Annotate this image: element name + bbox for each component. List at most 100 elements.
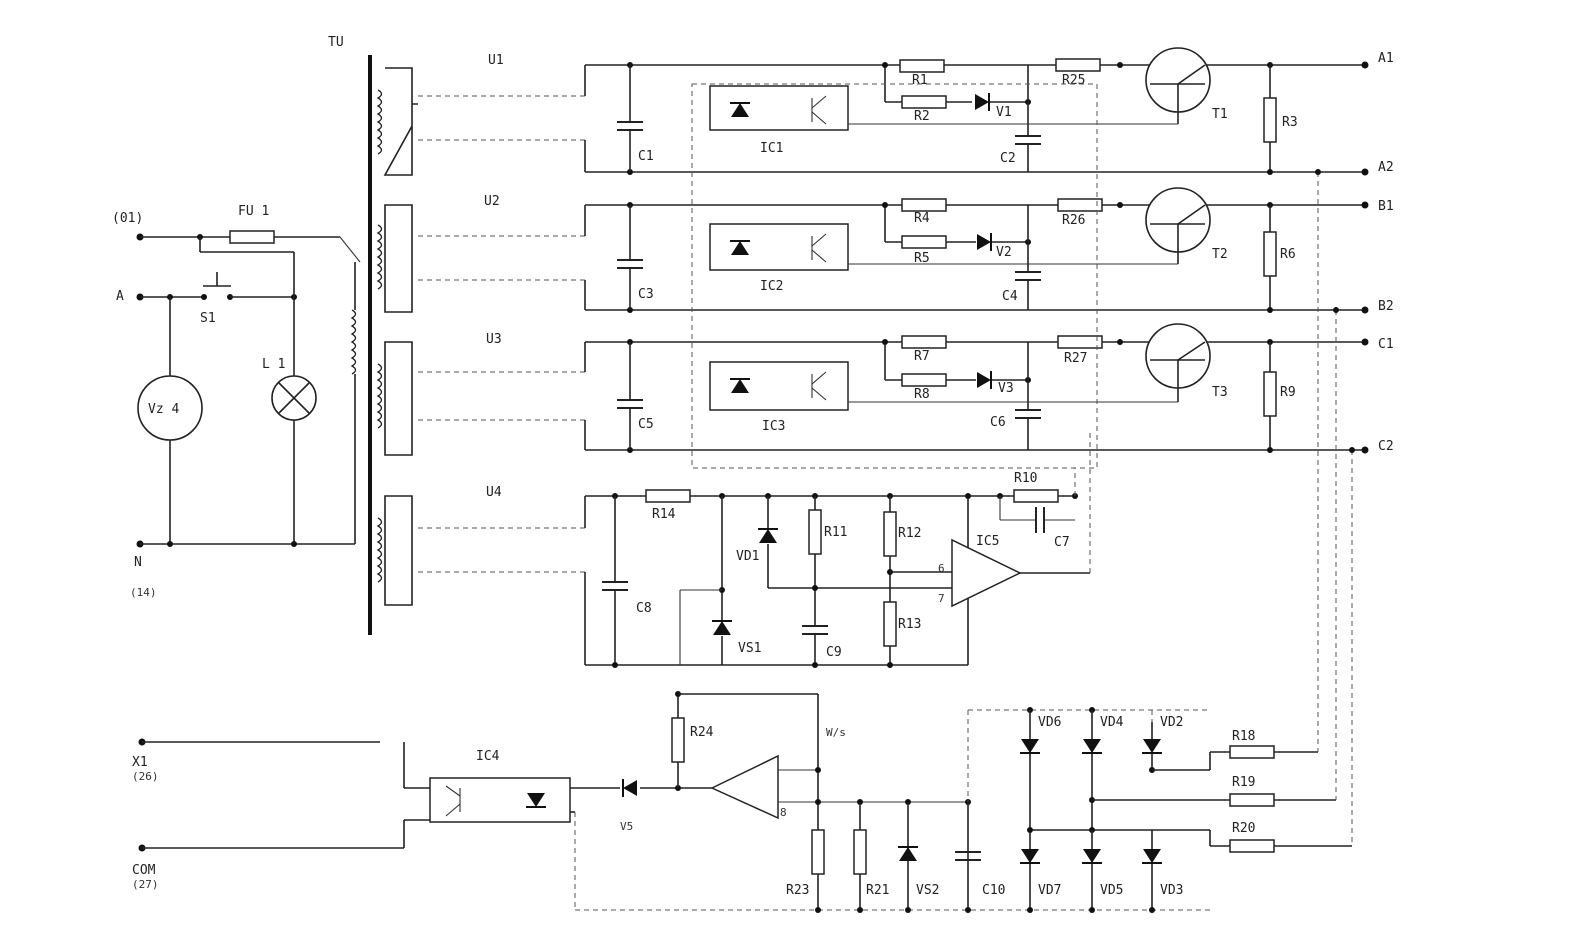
r26-label: R26 xyxy=(1062,213,1085,228)
r23-label: R23 xyxy=(786,883,809,898)
pin-n-label: N xyxy=(134,555,142,570)
r19-label: R19 xyxy=(1232,775,1255,790)
led-v2 xyxy=(976,232,992,252)
zener-vs1 xyxy=(711,620,733,636)
resistor-r19 xyxy=(1229,793,1275,807)
resistor-r26 xyxy=(1057,198,1103,212)
op-amp-buffer xyxy=(710,754,779,820)
resistor-r13 xyxy=(883,601,897,647)
channel-a: C1 IC1 R1 R2 V1 C2 R25 T1 R3 xyxy=(584,47,1394,176)
led-v1 xyxy=(974,92,990,112)
resistor-r24 xyxy=(671,717,685,763)
output-b2-label: B2 xyxy=(1378,299,1394,314)
r27-label: R27 xyxy=(1064,351,1087,366)
c5-label: C5 xyxy=(638,417,654,432)
fu1-label: FU 1 xyxy=(238,204,269,219)
ic1-label: IC1 xyxy=(760,141,783,156)
x1-number-label: (26) xyxy=(132,770,159,783)
resistor-r4 xyxy=(901,198,947,212)
resistor-r14 xyxy=(645,489,691,503)
vd1-label: VD1 xyxy=(736,549,759,564)
c3-label: C3 xyxy=(638,287,654,302)
vs2-label: VS2 xyxy=(916,883,939,898)
capacitor-c9 xyxy=(801,625,829,635)
capacitor-c6 xyxy=(1014,409,1042,419)
com-label: COM xyxy=(132,863,156,878)
diode-vd4 xyxy=(1081,738,1103,754)
com-number-label: (27) xyxy=(132,878,159,891)
capacitor-c7 xyxy=(1035,506,1045,534)
secondary-winding-u3: U3 xyxy=(377,332,502,456)
optocoupler-ic4 xyxy=(429,777,571,823)
r2-label: R2 xyxy=(914,109,930,124)
t1-label: T1 xyxy=(1212,107,1228,122)
r21-label: R21 xyxy=(866,883,889,898)
led-v3 xyxy=(976,370,992,390)
c6-label: C6 xyxy=(990,415,1006,430)
u3-label: U3 xyxy=(486,332,502,347)
vd3-label: VD3 xyxy=(1160,883,1183,898)
r20-label: R20 xyxy=(1232,821,1255,836)
pin-a-label: A xyxy=(116,289,124,304)
r24-label: R24 xyxy=(690,725,714,740)
t3-label: T3 xyxy=(1212,385,1228,400)
secondary-winding-u2: U2 xyxy=(377,194,500,313)
resistor-r9 xyxy=(1263,371,1277,417)
r11-label: R11 xyxy=(824,525,847,540)
v1-label: V1 xyxy=(996,105,1012,120)
pin-n-number-label: (14) xyxy=(130,586,157,599)
secondary-winding-u1: U1 xyxy=(377,53,504,176)
transformer-label: TU xyxy=(328,35,344,50)
channel-b: C3 IC2 R4 R5 V2 C4 R26 T2 R6 xyxy=(584,187,1394,314)
r13-label: R13 xyxy=(898,617,921,632)
c8-label: C8 xyxy=(636,601,652,616)
resistor-r18 xyxy=(1229,745,1275,759)
ic3-label: IC3 xyxy=(762,419,785,434)
comparator-ic5 xyxy=(951,538,1022,608)
resistor-r8 xyxy=(901,373,947,387)
secondary-winding-u4: U4 xyxy=(377,485,502,606)
l1-label: L 1 xyxy=(262,357,285,372)
c1-label: C1 xyxy=(638,149,654,164)
primary-winding xyxy=(351,309,357,375)
s1-label: S1 xyxy=(200,311,216,326)
vs1-label: VS1 xyxy=(738,641,761,656)
resistor-r27 xyxy=(1057,335,1103,349)
r25-label: R25 xyxy=(1062,73,1085,88)
ic2-label: IC2 xyxy=(760,279,783,294)
capacitor-c1 xyxy=(616,121,644,131)
ic4-label: IC4 xyxy=(476,749,500,764)
resistor-r6 xyxy=(1263,231,1277,277)
t2-label: T2 xyxy=(1212,247,1228,262)
resistor-r12 xyxy=(883,511,897,557)
diode-vd3 xyxy=(1141,848,1163,864)
r18-label: R18 xyxy=(1232,729,1255,744)
v2-label: V2 xyxy=(996,245,1012,260)
c10-label: C10 xyxy=(982,883,1005,898)
resistor-r21 xyxy=(853,829,867,875)
vd5-label: VD5 xyxy=(1100,883,1123,898)
optocoupler-ic1 xyxy=(709,85,849,131)
output-c1-label: C1 xyxy=(1378,337,1394,352)
resistor-r11 xyxy=(808,509,822,555)
diode-vd1 xyxy=(757,528,779,544)
capacitor-c4 xyxy=(1014,271,1042,281)
r9-label: R9 xyxy=(1280,385,1296,400)
output-b1-label: B1 xyxy=(1378,199,1394,214)
vd4-label: VD4 xyxy=(1100,715,1124,730)
diode-vd6 xyxy=(1019,738,1041,754)
c4-label: C4 xyxy=(1002,289,1018,304)
pin-7-label: 7 xyxy=(938,592,945,605)
resistor-r7 xyxy=(901,335,947,349)
reference-supply-u4: C8 R14 VS1 VD1 R11 C9 R12 R1 xyxy=(584,432,1091,668)
u2-label: U2 xyxy=(484,194,500,209)
x1-label: X1 xyxy=(132,755,148,770)
zener-vs2 xyxy=(897,846,919,862)
diode-vd5 xyxy=(1081,848,1103,864)
optocoupler-common-bus xyxy=(691,83,1098,469)
resistor-r10 xyxy=(1013,489,1059,503)
resistor-r2 xyxy=(901,95,947,109)
v5-label: V5 xyxy=(620,820,633,833)
resistor-r20 xyxy=(1229,839,1275,853)
resistor-r1 xyxy=(899,59,945,73)
